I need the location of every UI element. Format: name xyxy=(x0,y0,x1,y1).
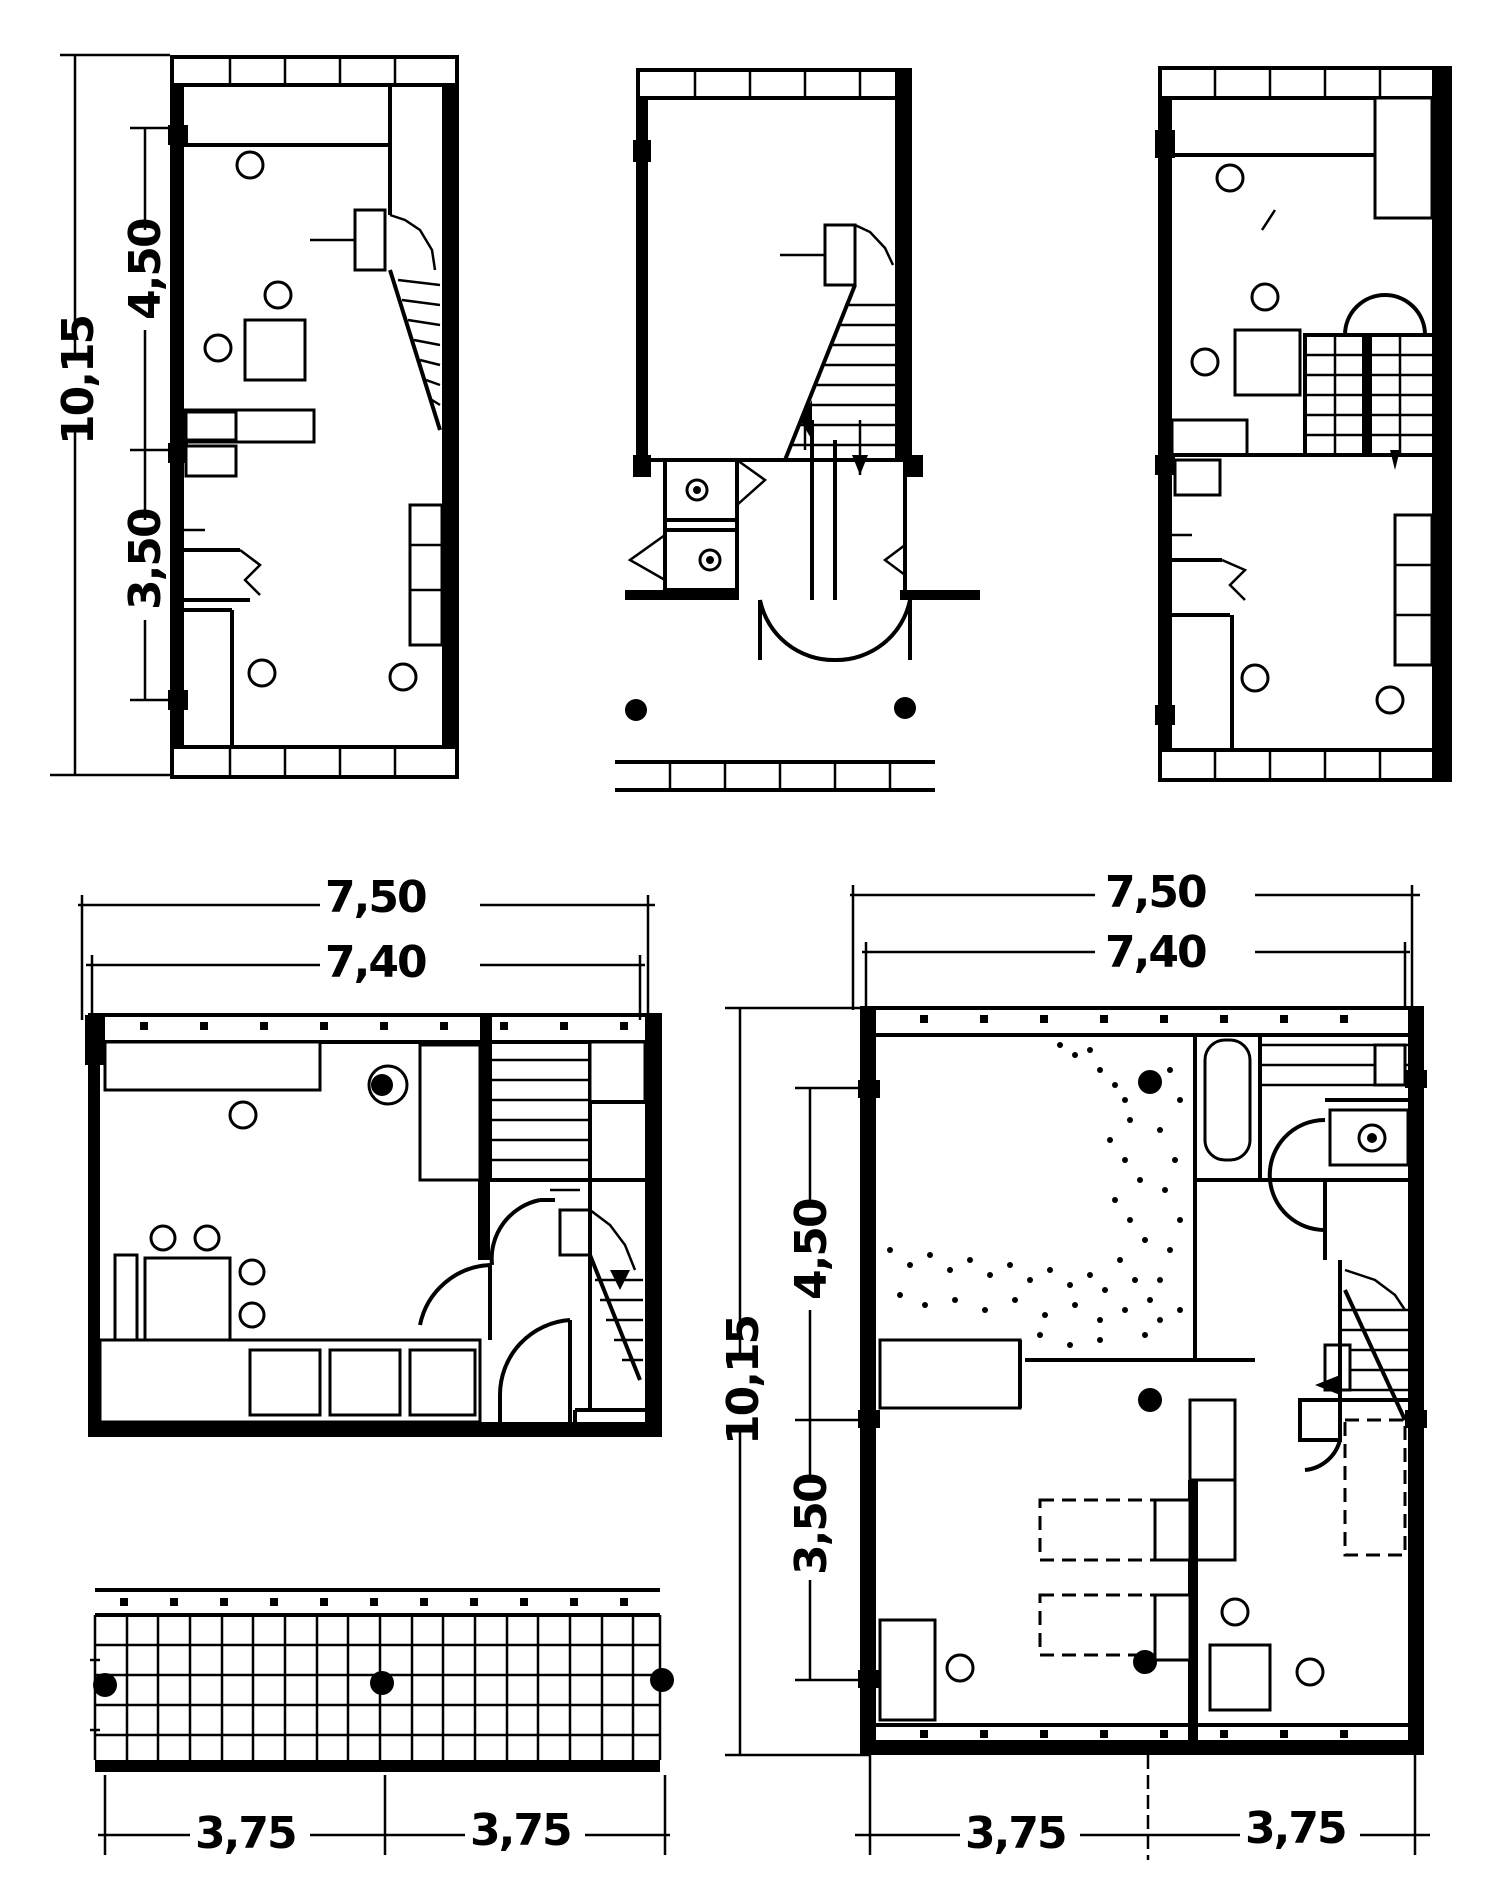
plan-5-dim-bay-right: 3,75 xyxy=(1245,1803,1346,1854)
plan-5-dim-bay-left: 3,75 xyxy=(965,1808,1066,1859)
plan-6-roof-grid: 3,75 3,75 xyxy=(90,1588,674,1859)
plan-3-upper-floor xyxy=(1155,66,1452,782)
plan-5-dim-upper: 4,50 xyxy=(786,1199,837,1300)
plan-5-dim-outer-width: 7,50 xyxy=(1105,867,1206,918)
plan-4-dim-outer-width: 7,50 xyxy=(325,872,426,923)
plan-5-upper-floor-wide: 7,50 7,40 10,15 4,50 3,50 xyxy=(718,867,1430,1860)
plan-4-dim-inner-width: 7,40 xyxy=(325,937,426,988)
plan-6-dim-bay-right: 3,75 xyxy=(470,1805,571,1856)
plan-5-dim-lower: 3,50 xyxy=(786,1474,837,1575)
plan-5-dim-inner-width: 7,40 xyxy=(1105,927,1206,978)
plan-6-dim-bay-left: 3,75 xyxy=(195,1808,296,1859)
plan-5-dim-height-total: 10,15 xyxy=(718,1316,769,1445)
plan-4-ground-floor-wide: 7,50 7,40 xyxy=(78,872,662,1437)
plan-1-dim-upper: 4,50 xyxy=(120,219,171,320)
plan-1-dim-lower: 3,50 xyxy=(120,509,171,610)
plan-1-dim-height-total: 10,15 xyxy=(53,316,104,445)
plan-2-entry-level xyxy=(615,68,980,792)
plan-1-ground-floor: 10,15 4,50 3,50 xyxy=(50,53,459,779)
